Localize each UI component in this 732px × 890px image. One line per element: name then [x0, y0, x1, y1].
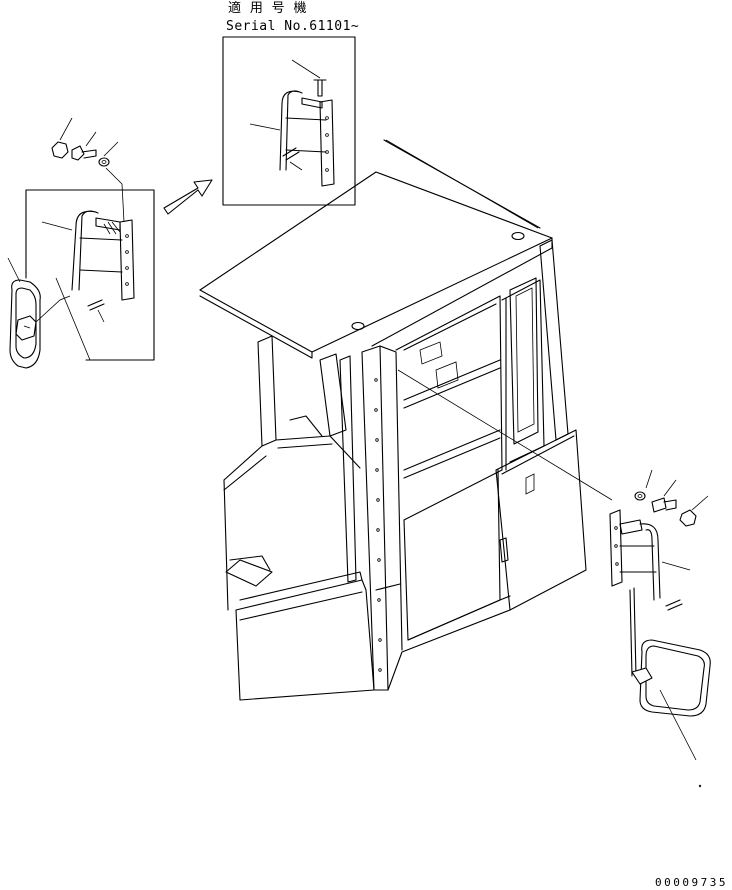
- detail-box-serial-variant: [222, 36, 356, 206]
- detail-arrow: [163, 179, 213, 215]
- assembly-guide-lines: [385, 139, 613, 501]
- fastener-set-left: [51, 117, 125, 223]
- applicable-serial-heading: 適 用 号 機: [228, 0, 307, 16]
- serial-number-note: Serial No.61101~: [226, 19, 359, 34]
- left-mirror: [7, 257, 71, 369]
- detail-box-left-stay: [25, 189, 155, 361]
- drawing-number: 00009735: [655, 876, 728, 889]
- cab-body: [199, 139, 587, 701]
- right-mirror-assembly: [609, 469, 711, 788]
